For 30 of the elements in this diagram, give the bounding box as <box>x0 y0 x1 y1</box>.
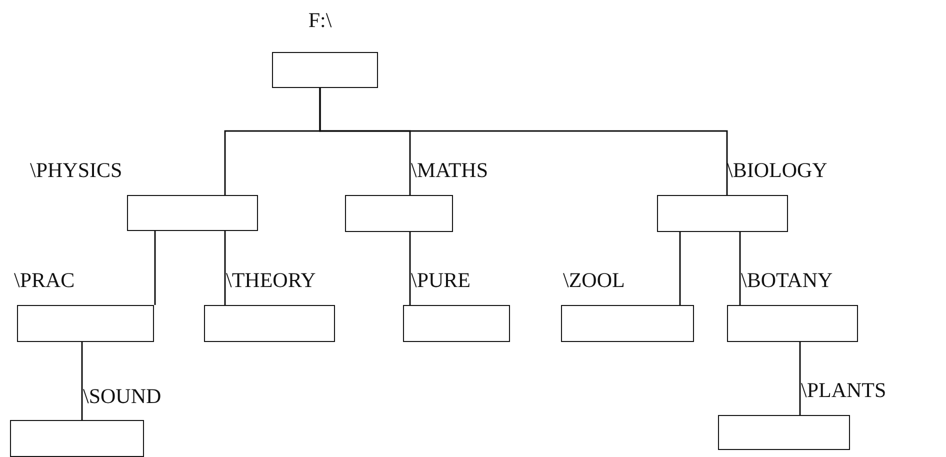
folder-box <box>272 52 378 88</box>
connector-line <box>154 231 156 305</box>
folder-name: \PURE <box>411 268 471 292</box>
folder-name: \SOUND <box>83 384 162 408</box>
folder-name: \THEORY <box>226 268 316 292</box>
folder-name: \BOTANY <box>741 268 833 292</box>
connector-line <box>799 342 801 415</box>
connector-line <box>409 232 411 305</box>
folder-name: \PRAC <box>14 268 75 292</box>
connector-line <box>81 342 83 420</box>
folder-box <box>127 195 258 231</box>
folder-box <box>561 305 694 342</box>
folder-name: F:\ <box>308 8 332 32</box>
folder-box <box>17 305 154 342</box>
folder-name: \ZOOL <box>563 268 625 292</box>
folder-box <box>657 195 788 232</box>
folder-name: \BIOLOGY <box>727 158 828 182</box>
folder-box <box>345 195 453 232</box>
connector-line <box>739 232 741 305</box>
connector-line <box>319 88 728 195</box>
connector-line <box>679 232 681 305</box>
folder-box <box>10 420 144 457</box>
folder-name: \MATHS <box>411 158 488 182</box>
folder-box <box>727 305 858 342</box>
folder-box <box>403 305 510 342</box>
folder-name: \PHYSICS <box>30 158 122 182</box>
folder-box <box>718 415 850 450</box>
folder-name: \PLANTS <box>801 378 886 402</box>
connector-line <box>224 231 226 305</box>
folder-box <box>204 305 335 342</box>
